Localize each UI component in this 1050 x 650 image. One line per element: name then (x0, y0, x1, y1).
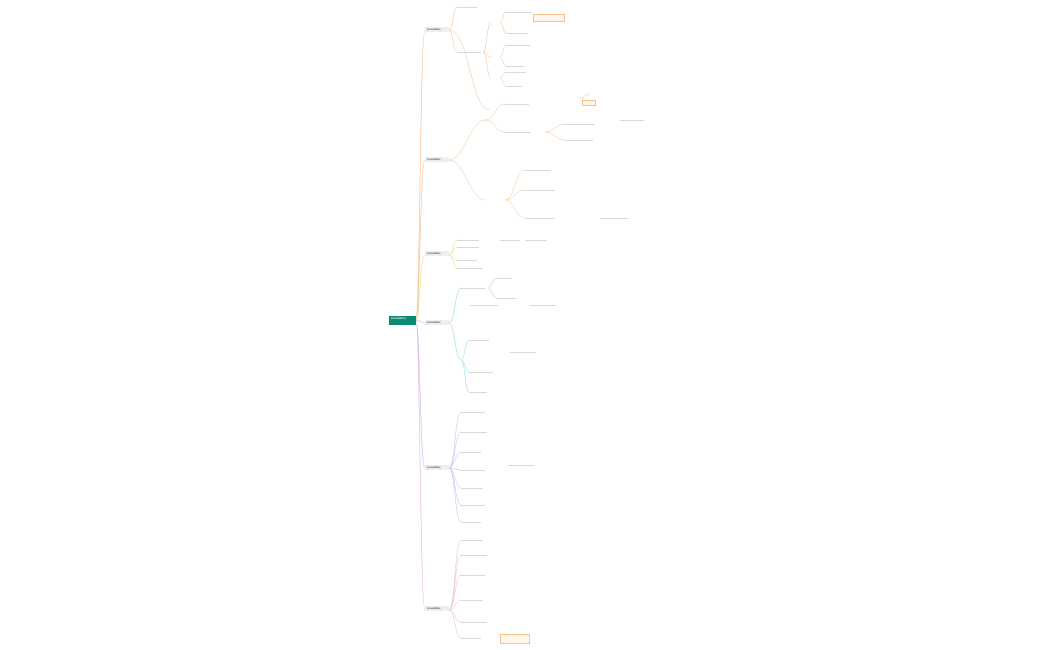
subnode[interactable] (461, 555, 487, 556)
subnode[interactable] (461, 600, 483, 601)
subnode[interactable] (525, 170, 551, 171)
branch-label: [unreadable] (427, 28, 441, 31)
subnode[interactable] (461, 505, 485, 506)
subnode[interactable] (525, 240, 547, 241)
subnode[interactable] (525, 218, 555, 219)
subnode[interactable] (461, 575, 485, 576)
subnode[interactable] (461, 412, 485, 413)
subnode[interactable] (600, 218, 628, 219)
subnode[interactable] (469, 372, 493, 373)
subnode[interactable] (461, 638, 481, 639)
subnode[interactable] (506, 72, 526, 73)
subnode[interactable] (457, 260, 477, 261)
branch-label: [unreadable] (427, 252, 441, 255)
subnode[interactable] (506, 66, 524, 67)
subnode[interactable] (620, 120, 644, 121)
subnode[interactable] (500, 240, 520, 241)
subnode[interactable] (565, 124, 595, 125)
subnode[interactable] (461, 522, 481, 523)
subnode[interactable] (565, 140, 593, 141)
subnode[interactable] (461, 470, 485, 471)
subnode[interactable] (457, 52, 481, 53)
subnode[interactable] (530, 305, 556, 306)
subnode[interactable] (461, 540, 483, 541)
subnode[interactable] (510, 352, 536, 353)
highlighted-subnode[interactable] (582, 100, 596, 106)
subnode[interactable] (496, 298, 516, 299)
root-label: [unreadable] (391, 317, 406, 320)
subnode[interactable] (461, 622, 487, 623)
subnode[interactable] (469, 340, 489, 341)
subnode[interactable] (470, 305, 498, 306)
branch-label: [unreadable] (427, 466, 441, 469)
subnode[interactable] (506, 86, 522, 87)
branch-5[interactable]: [unreadable] (425, 465, 449, 470)
subnode[interactable] (461, 488, 483, 489)
branch-label: [unreadable] (427, 158, 441, 161)
subnode[interactable] (506, 33, 528, 34)
root-node[interactable]: [unreadable] (389, 316, 416, 325)
subnode[interactable] (508, 465, 534, 466)
highlighted-subnode[interactable] (500, 634, 530, 644)
subnode[interactable] (457, 240, 479, 241)
subnode[interactable] (461, 432, 487, 433)
subnode[interactable] (457, 7, 477, 8)
highlighted-subnode[interactable] (533, 14, 565, 22)
subnode[interactable] (496, 278, 512, 279)
subnode[interactable] (506, 12, 532, 13)
branch-label: [unreadable] (427, 321, 441, 324)
subnode[interactable] (469, 392, 487, 393)
subnode[interactable] (461, 452, 481, 453)
branch-3[interactable]: [unreadable] (425, 251, 449, 256)
subnode[interactable] (506, 45, 530, 46)
subnode[interactable] (457, 247, 479, 248)
subnode[interactable] (457, 268, 483, 269)
subnode[interactable] (505, 104, 529, 105)
subnode[interactable] (505, 132, 531, 133)
branch-2[interactable]: [unreadable] (425, 157, 449, 162)
branch-4[interactable]: [unreadable] (425, 320, 449, 325)
branch-6[interactable]: [unreadable] (425, 606, 449, 611)
subnode[interactable] (525, 190, 555, 191)
branch-1[interactable]: [unreadable] (425, 27, 449, 32)
subnode[interactable] (461, 288, 485, 289)
branch-label: [unreadable] (427, 607, 441, 610)
